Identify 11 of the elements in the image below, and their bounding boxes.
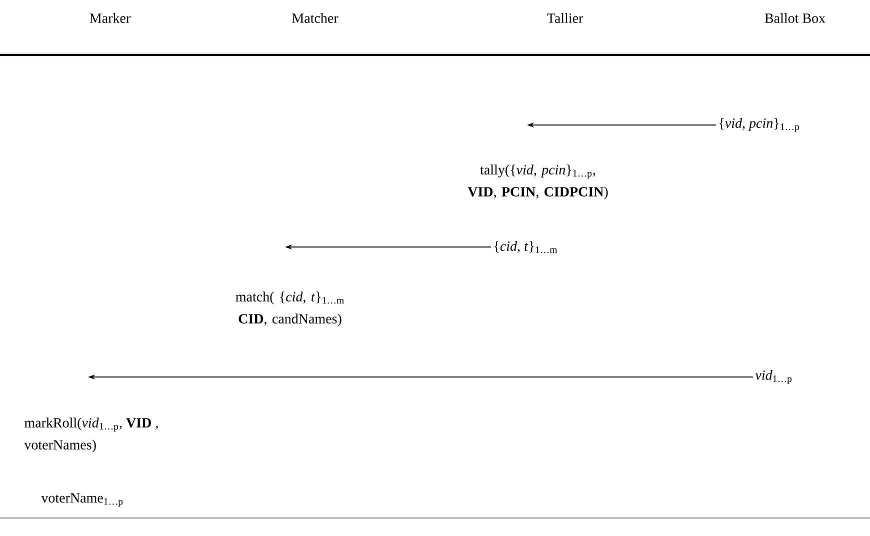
message-text: voterName$_{1…p}$ <box>41 493 123 507</box>
column-heading: Ballot Box <box>764 13 826 23</box>
column-heading: Tallier <box>547 13 584 23</box>
column-heading: Marker <box>90 13 130 23</box>
column-heading: Matcher <box>292 13 338 23</box>
message-label: {vid, pcin}$_{1…p}$ <box>719 118 800 132</box>
message-label: {cid, t}$_{1…m}$ <box>494 240 558 253</box>
message-label: vid$_{1…p}$ <box>755 370 792 384</box>
message-text: tally({vid, pcin}$_{1…p}$, VID, PCIN, CIDPCIN) <box>468 164 608 200</box>
message-text: match( {cid, t}$_{1…m}$ CID, candNames) <box>236 292 344 326</box>
message-text: markRoll(vid$_{1…p}$, VID , voterNames) <box>24 418 158 452</box>
